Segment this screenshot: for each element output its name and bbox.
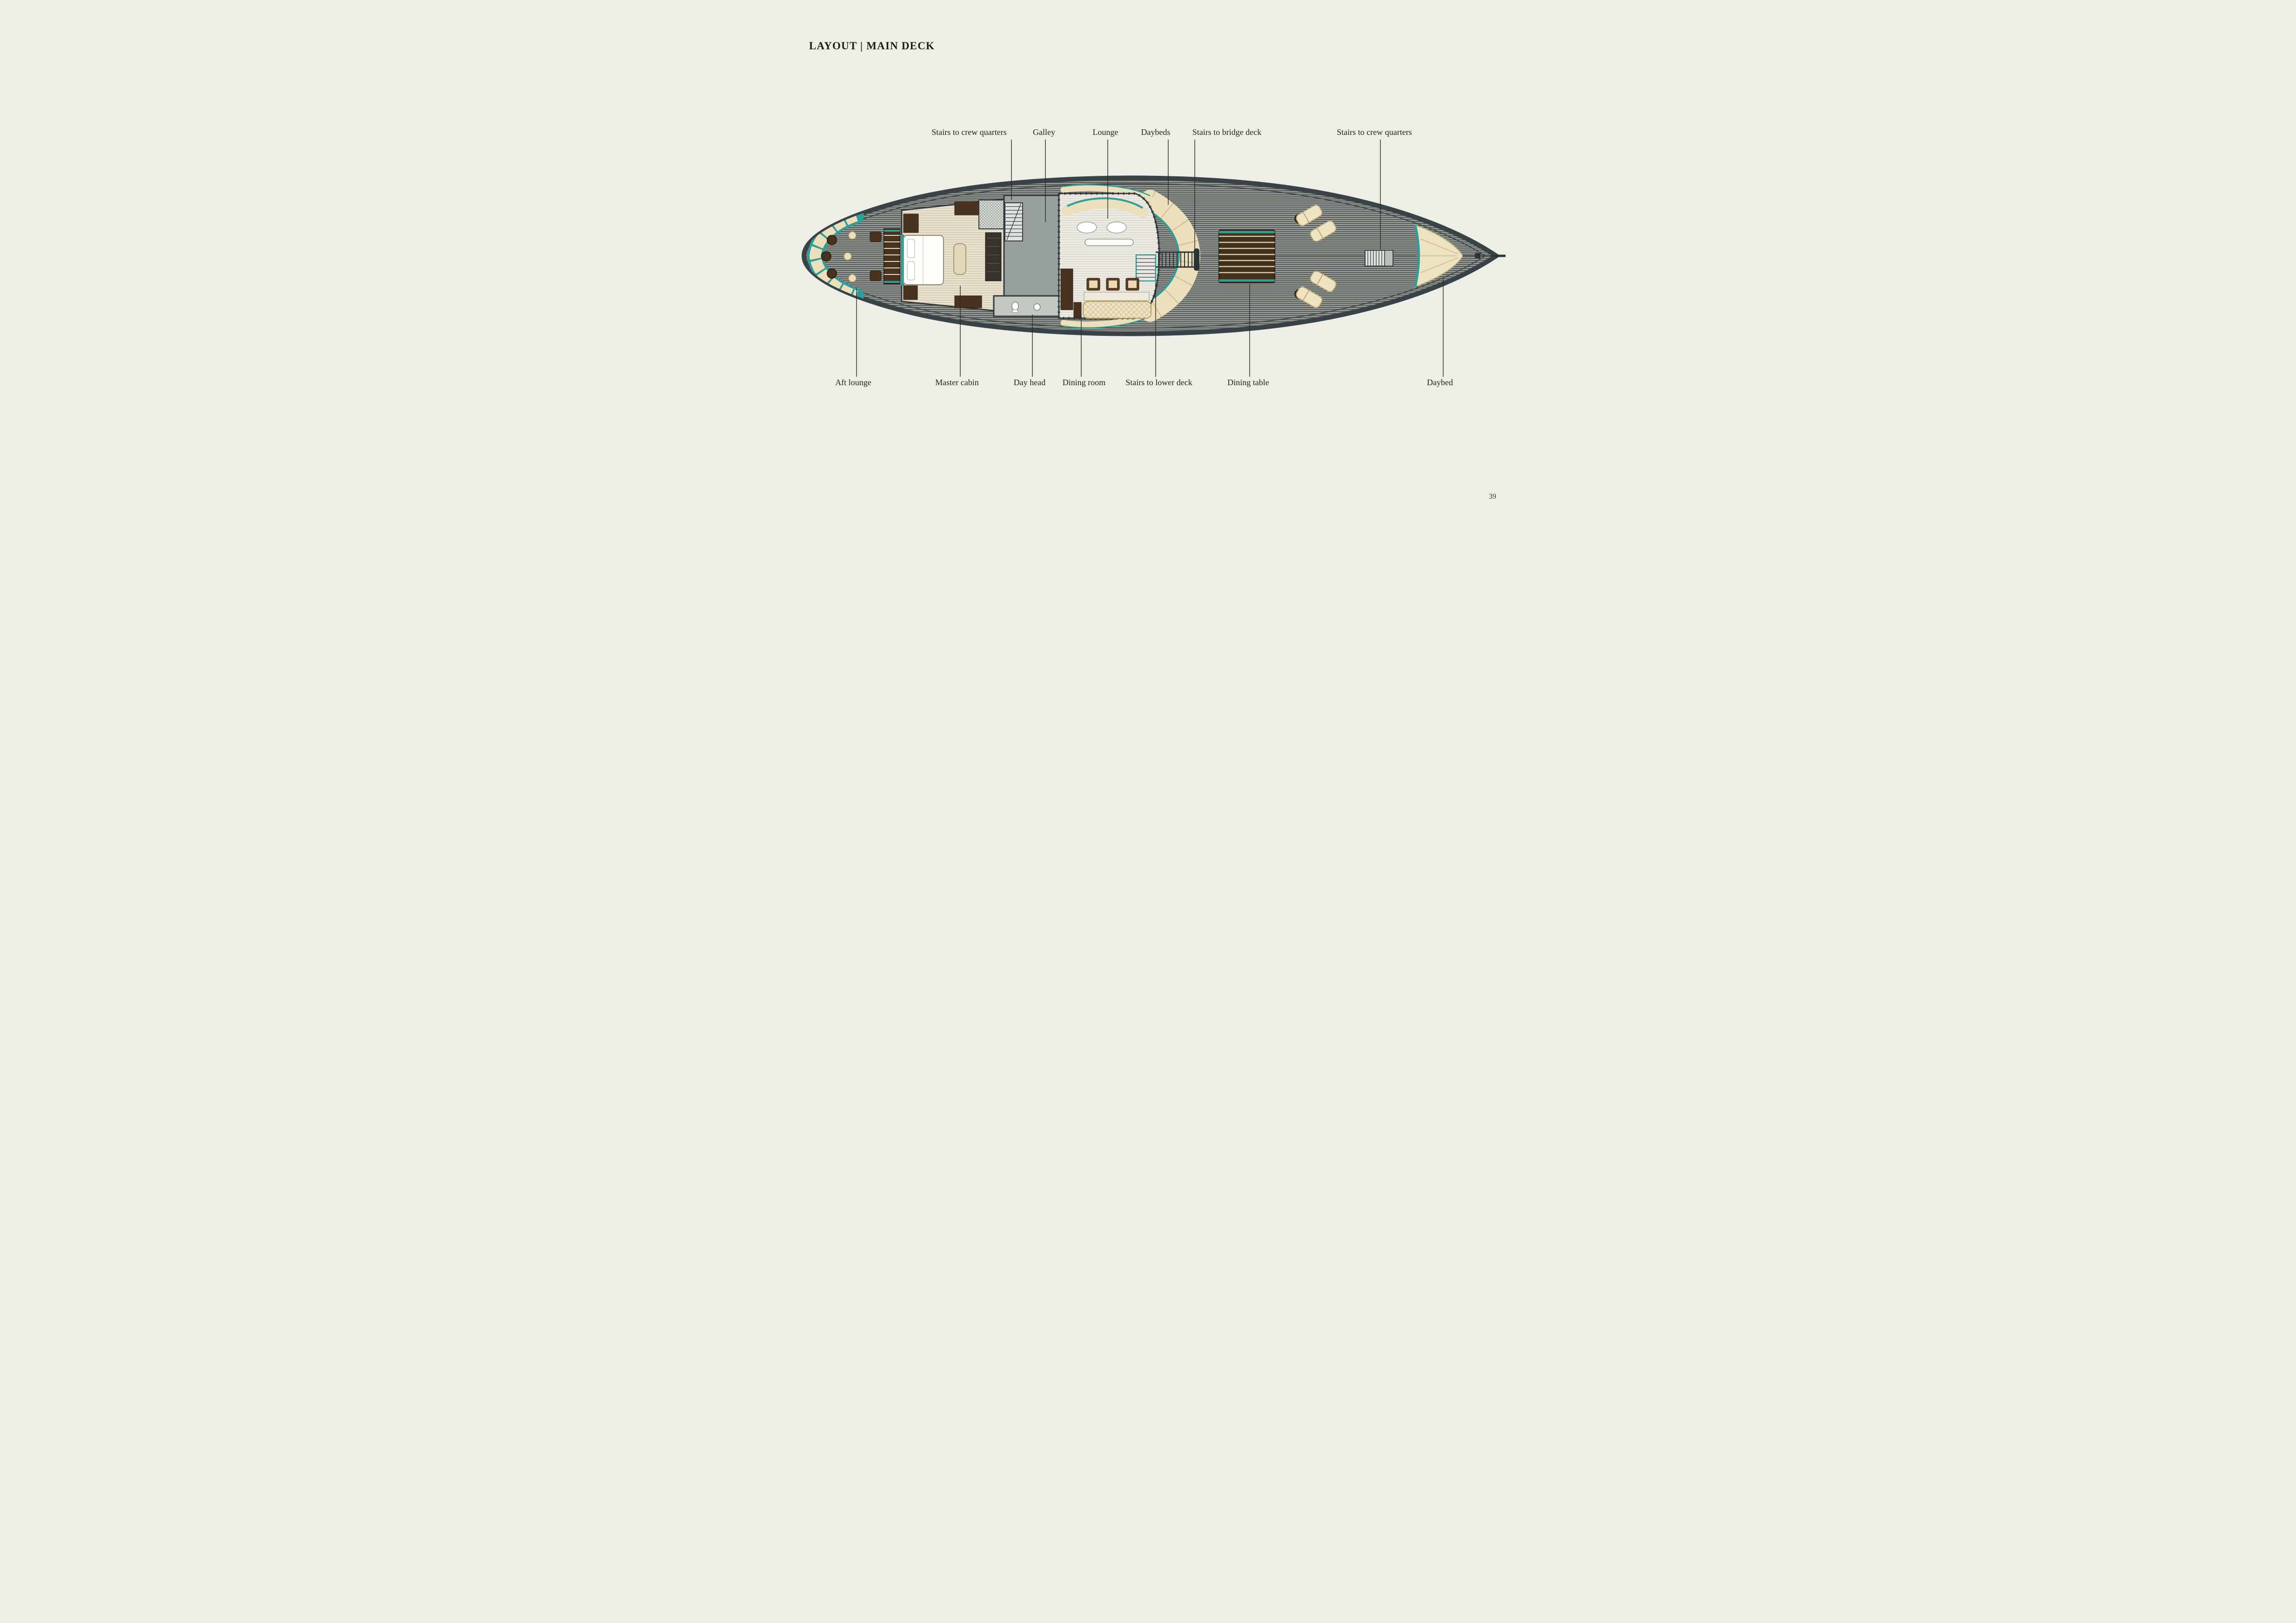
callout-daybeds: Daybeds (1141, 127, 1170, 137)
bed-pillow (907, 239, 915, 258)
aft-stool (848, 274, 857, 282)
bed-pillow (907, 261, 915, 281)
sun-lounger (1310, 271, 1336, 292)
console-table (1084, 239, 1134, 246)
galley (993, 194, 1059, 317)
side-cushion-bottom-trim (1063, 315, 1151, 328)
callout-dining-table: Dining table (1227, 378, 1269, 387)
callout-aft-lounge: Aft lounge (835, 378, 871, 387)
aft-striped-table (883, 228, 900, 284)
aft-round-table (826, 268, 837, 279)
side-cushion-top (1060, 185, 1153, 202)
daybed-cushion-band (1139, 190, 1200, 322)
crew-bath-tiles (978, 200, 1004, 229)
aft-chair (870, 231, 881, 242)
toilet (1011, 301, 1019, 311)
sink (1033, 303, 1041, 311)
sun-lounger (1310, 220, 1336, 242)
page-number: 39 (1489, 493, 1496, 501)
aft-stool (843, 252, 852, 260)
callout-stairs-lower: Stairs to lower deck (1125, 378, 1192, 387)
dining-chair-cushion (1108, 281, 1117, 288)
main-deck-plan: LAYOUT | MAIN DECK (783, 0, 1513, 516)
daybeds (1139, 190, 1200, 322)
coffee-table (1106, 221, 1127, 234)
bow-hardware (1462, 253, 1494, 259)
dining-chair-cushion (1128, 281, 1137, 288)
cabin-dresser (954, 201, 979, 215)
daybed-seam (1420, 257, 1458, 273)
callout-dining-room: Dining room (1062, 378, 1105, 387)
aft-stool (848, 231, 857, 240)
daybed-seam (1420, 239, 1458, 254)
callout-galley: Galley (1033, 127, 1055, 137)
aft-chair (870, 270, 881, 281)
aft-round-table (821, 251, 831, 261)
deck-contents (807, 184, 1494, 328)
callout-master-cabin: Master cabin (935, 378, 978, 387)
banquette-side-table (1073, 302, 1081, 318)
sun-loungers (1294, 205, 1336, 308)
stairs-to-lower-deck (1135, 254, 1156, 282)
stairs-to-crew-quarters-forward (1364, 250, 1393, 267)
coffee-table (1076, 221, 1097, 234)
cabin-wardrobe (903, 285, 917, 300)
dining-table (1218, 229, 1275, 283)
page-title: LAYOUT | MAIN DECK (809, 40, 935, 52)
day-head (993, 295, 1059, 317)
lounge (1057, 192, 1161, 320)
callout-daybed-bow: Daybed (1427, 378, 1453, 387)
dining-cabinet (1060, 268, 1073, 310)
callout-stairs-crew-aft: Stairs to crew quarters (931, 127, 1006, 137)
sun-lounger (1296, 287, 1322, 308)
aft-bench-cushions (809, 210, 858, 301)
callout-stairs-crew-fwd: Stairs to crew quarters (1337, 127, 1412, 137)
dining-room (1060, 268, 1151, 319)
dining-banquette (1082, 301, 1151, 319)
dining-chair-cushion (1089, 281, 1098, 288)
master-cabin (900, 198, 1004, 313)
aft-lounge (807, 208, 900, 304)
cabin-rug (985, 232, 1001, 281)
dining-room-table (1083, 292, 1150, 301)
lounge-sofa-trim (1066, 197, 1143, 209)
callout-day-head: Day head (1013, 378, 1045, 387)
stairs-to-crew-quarters-aft (1004, 202, 1023, 241)
callout-lounge: Lounge (1092, 127, 1118, 137)
toilet-tank (1012, 309, 1018, 313)
daybed-teal-trim (1141, 206, 1180, 306)
lounge-sofa (1061, 197, 1148, 218)
cabin-sofa (953, 243, 966, 275)
bow-daybed (1414, 224, 1463, 287)
aft-round-table (826, 235, 837, 245)
cabin-wardrobe (903, 214, 918, 233)
stairs-to-bridge-deck (1155, 248, 1199, 271)
callout-stairs-bridge: Stairs to bridge deck (1192, 127, 1261, 137)
stair-landing (1384, 250, 1393, 267)
side-cushion-top-trim (1063, 184, 1151, 197)
callouts-bottom: Aft lounge Master cabin Day head Dining … (835, 279, 1453, 387)
mast (1193, 248, 1199, 271)
layout-page: LAYOUT | MAIN DECK (783, 0, 1513, 516)
cabin-dresser (954, 295, 982, 308)
sun-lounger (1296, 205, 1322, 226)
callouts-top: Stairs to crew quarters Galley Lounge Da… (931, 127, 1412, 250)
